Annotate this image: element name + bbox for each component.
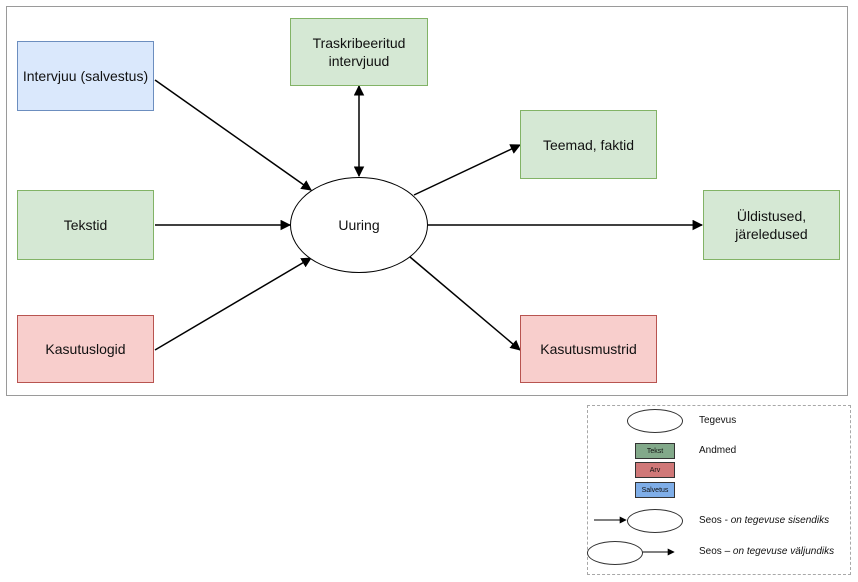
legend-input-text: Seos - on tegevuse sisendiks [699,515,829,526]
legend-data-label: Andmed [699,445,737,456]
node-texts: Tekstid [17,190,154,260]
diagram-frame [6,6,848,396]
node-transcribed: Traskribeeritud intervjuud [290,18,428,86]
node-usage-patterns: Kasutusmustrid [520,315,657,383]
node-interview-label: Intervjuu (salvestus) [22,68,149,84]
legend [587,405,851,575]
node-transcribed-line2: intervjuud [328,53,390,69]
legend-input-prefix: Seos - [699,515,731,526]
legend-activity-label: Tegevus [699,415,737,426]
legend-input-ellipse [627,509,683,533]
arrow-interview-to-study [154,79,312,191]
node-themes: Teemad, faktid [520,110,657,179]
arrow-logs-to-study [154,257,312,351]
node-generalizations: Üldistused, järeledused [703,190,840,260]
arrow-study-to-usage-patterns [409,256,521,351]
legend-output-italic: on tegevuse väljundiks [732,546,835,557]
legend-output-prefix: Seos – [699,546,733,557]
legend-output-text: Seos – on tegevuse väljundiks [699,546,834,557]
node-transcribed-line1: Traskribeeritud [312,35,406,51]
node-themes-label: Teemad, faktid [542,136,635,153]
node-generalizations-line1: Üldistused, [736,208,807,224]
node-generalizations-line2: järeledused [735,226,808,242]
legend-input-italic: on tegevuse sisendiks [730,515,830,526]
arrow-study-to-themes [413,144,521,196]
node-logs-label: Kasutuslogid [45,341,126,357]
node-texts-label: Tekstid [63,217,108,233]
legend-chip-record: Salvetus [635,482,675,498]
legend-chip-text: Tekst [635,443,675,459]
node-study-label: Uuring [338,217,380,233]
node-interview: Intervjuu (salvestus) [17,41,154,111]
legend-chip-number: Arv [635,462,675,478]
node-logs: Kasutuslogid [17,315,154,383]
legend-activity-ellipse [627,409,683,433]
legend-output-ellipse [587,541,643,565]
node-usage-patterns-label: Kasutusmustrid [540,341,637,357]
node-study: Uuring [290,177,428,273]
